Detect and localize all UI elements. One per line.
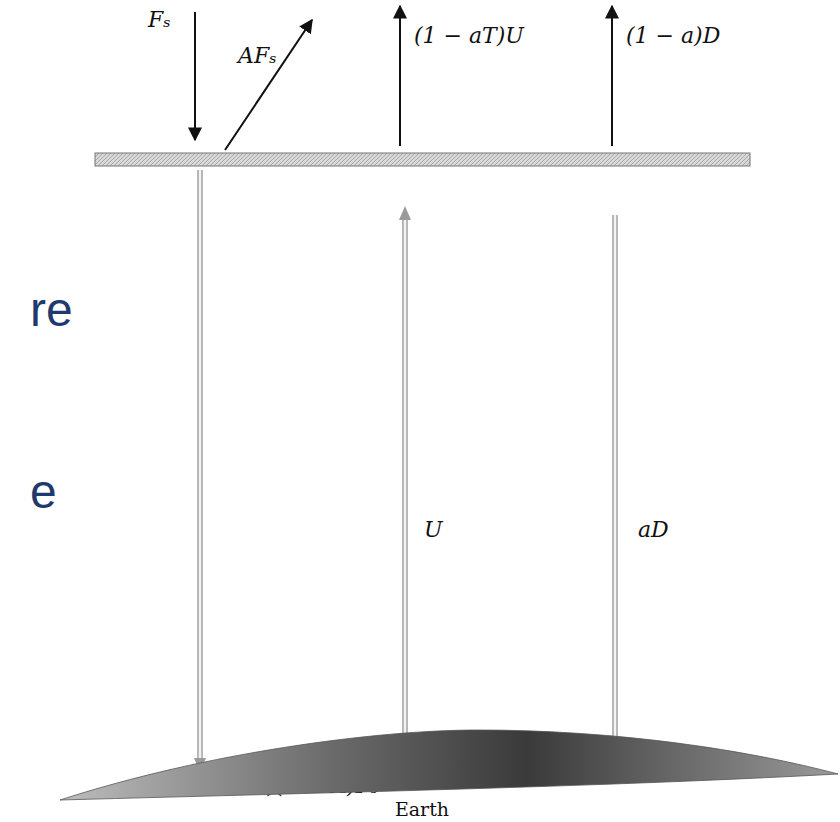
outgoing-arrow [611,6,613,146]
outgoing-arrow [399,6,401,146]
slide-fragment: re [30,284,73,337]
node-label: Earth [395,799,449,820]
flux-label: AFₛ [238,44,277,68]
flux-label: aD [638,518,669,542]
incoming-solar-arrow [194,12,196,140]
flux-label: (1 − a)D [626,24,720,48]
reflected-arrow [225,20,312,150]
earth-shape: Earth [58,722,840,822]
flux-label: U [424,518,443,542]
flux-label: Fₛ [148,8,171,32]
slide-fragment: e [30,466,57,519]
atmosphere-layer [95,153,750,166]
hollow-arrows [194,170,621,775]
flux-label: (1 − aT)U [414,24,524,48]
